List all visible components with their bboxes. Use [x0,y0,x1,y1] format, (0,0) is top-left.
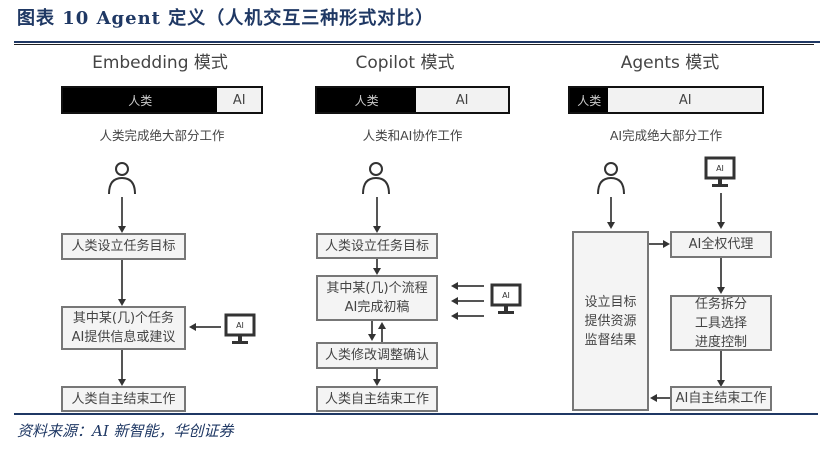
arrow-down-icon [118,226,126,233]
person-icon [362,162,390,195]
ai-share: AI [608,88,762,112]
arrow-down-icon [717,380,725,387]
arrow-down-icon [373,226,381,233]
step-box: AI全权代理 [670,231,772,258]
mode-description: 人类和AI协作工作 [362,128,463,143]
human-share: 人类 [570,88,609,112]
human-share: 人类 [317,88,417,112]
arrow-line [720,351,722,381]
top-rule-thin [14,44,814,45]
arrow-left-icon [451,282,458,290]
human-oversight-box: 设立目标 提供资源 监督结果 [572,231,649,411]
arrow-line [720,258,722,288]
arrow-down-icon [118,379,126,386]
bottom-rule [14,413,818,415]
arrow-down-icon [373,268,381,275]
monitor-label: AI [236,321,244,330]
mode-description: AI完成绝大部分工作 [609,128,723,143]
arrow-up-icon [378,322,386,329]
arrow-line [649,243,663,245]
mode-title: Agents 模式 [620,53,720,73]
ai-monitor-icon: AI [704,156,736,187]
arrow-line [610,197,612,223]
figure-title: 图表 10 Agent 定义（人机交互三种形式对比） [17,8,435,29]
top-rule [14,41,820,43]
step-box: AI自主结束工作 [670,386,772,411]
arrow-line [376,259,378,269]
step-box: 其中某(几)个流程 AI完成初稿 [316,275,438,321]
step-box: 人类自主结束工作 [316,386,438,412]
arrow-down-icon [717,222,725,229]
arrow-line [371,321,373,335]
source-note: 资料来源：AI 新智能，华创证券 [17,422,234,440]
arrow-down-icon [118,299,126,306]
step-box: 人类设立任务目标 [61,233,186,260]
arrow-line [657,397,670,399]
step-box: 人类自主结束工作 [61,386,186,412]
arrow-line [376,369,378,380]
arrow-left-icon [650,394,657,402]
arrow-right-icon [663,240,670,248]
step-box: 人类修改调整确认 [316,342,438,369]
arrow-down-icon [717,287,725,294]
monitor-label: AI [502,291,510,300]
step-box: 任务拆分 工具选择 进度控制 [670,295,772,351]
step-box: 其中某(几)个任务 AI提供信息或建议 [61,306,186,350]
arrow-line [376,197,378,227]
mode-description: 人类完成绝大部分工作 [99,128,225,143]
mode-title: Embedding 模式 [92,53,228,73]
arrow-line [458,285,484,287]
arrow-line [121,197,123,227]
step-box: 人类设立任务目标 [316,233,438,259]
arrow-line [458,315,484,317]
arrow-line [381,328,383,342]
arrow-down-icon [607,222,615,229]
ai-monitor-icon: AI [490,283,522,314]
arrow-line [196,326,221,328]
share-bar: 人类 AI [61,86,263,114]
arrow-down-icon [373,379,381,386]
arrow-line [121,350,123,380]
share-bar: 人类 AI [315,86,510,114]
ai-monitor-icon: AI [224,313,256,344]
monitor-label: AI [716,164,724,173]
ai-share: AI [217,88,261,112]
arrow-left-icon [451,297,458,305]
ai-share: AI [416,88,508,112]
arrow-down-icon [368,334,376,341]
mode-title: Copilot 模式 [355,53,455,73]
person-icon [108,162,136,195]
share-bar: 人类 AI [568,86,764,114]
arrow-left-icon [451,312,458,320]
arrow-line [121,260,123,300]
person-icon [597,162,625,195]
human-share: 人类 [63,88,218,112]
arrow-line [458,300,484,302]
arrow-line [720,193,722,223]
arrow-left-icon [189,323,196,331]
